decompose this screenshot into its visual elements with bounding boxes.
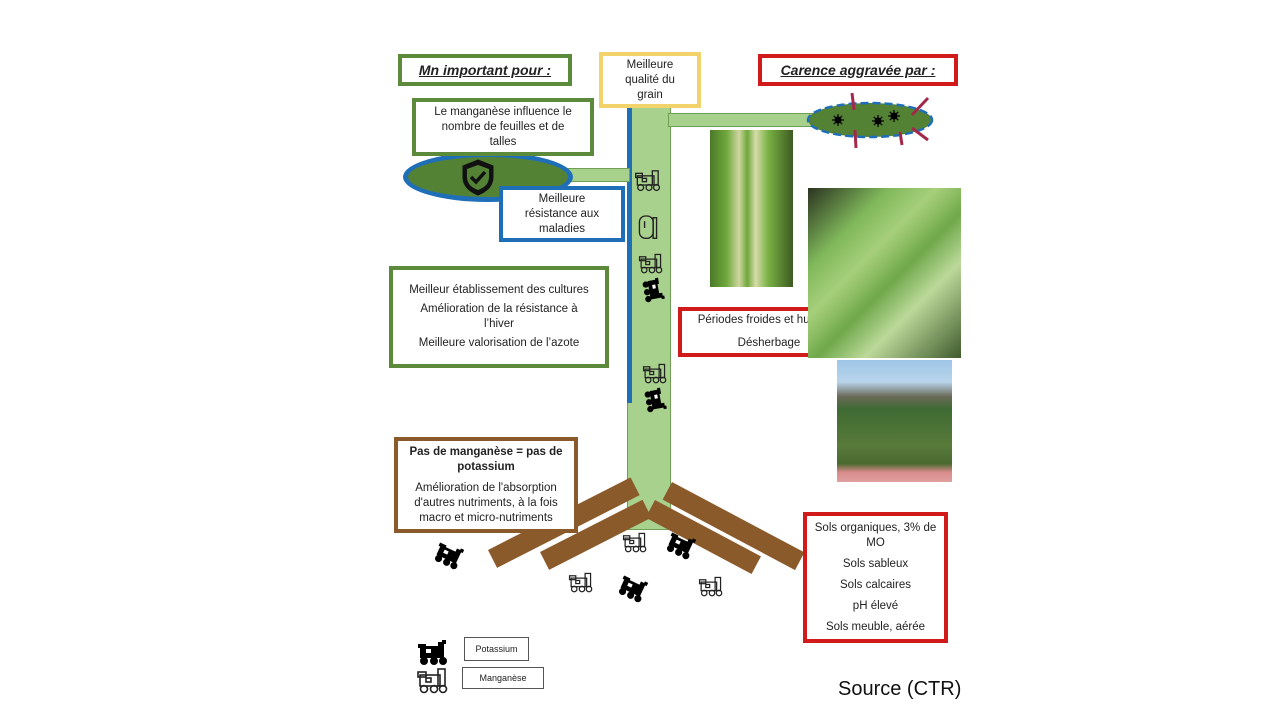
disease-line: résistance aux [524,207,600,220]
benefits-box: Meilleur établissement des cultures Amél… [389,266,609,368]
condition-item: Périodes froides et humides [697,314,841,326]
potassium-box: Pas de manganèse = pas de potassium Amél… [394,437,578,533]
disease-resistance-box: Meilleure résistance aux maladies [499,186,625,242]
manganese-train-icon [698,572,726,600]
tank-icon [636,212,660,244]
legend-manganese-icon [416,666,452,694]
manganese-train-icon [568,568,596,596]
legend-potassium-text: Potassium [475,644,518,654]
disease-line: Meilleure [538,192,586,205]
soil-item: Sols meuble, aérée [825,620,926,633]
legend-manganese-text: Manganèse [479,673,527,683]
benefit-item: Meilleure valorisation de l’azote [418,337,580,349]
header-mn-important-text: Mn important pour : [418,61,552,78]
grain-line: Meilleure [626,58,674,71]
legend-manganese-label: Manganèse [462,667,544,689]
source-label: Source (CTR) [838,678,962,700]
diseased-leaf-ellipse [806,92,934,149]
grain-line: qualité du [625,73,675,86]
potassium-title: Pas de manganèse = pas de potassium [409,445,563,473]
manganese-train-icon [622,528,650,556]
grain-line: grain [637,88,663,101]
photo-spotted-leaves [808,188,961,358]
photo-field [837,360,952,482]
potassium-train-icon [639,275,669,307]
header-mn-important: Mn important pour : [398,54,572,86]
soil-item: Sols sableux [842,557,909,570]
potassium-train-icon [641,385,671,417]
disease-line: maladies [538,222,586,235]
potassium-text: Amélioration de l'absorption d'autres nu… [414,481,558,524]
shield-check-icon [462,159,494,196]
manganese-train-icon [642,360,670,386]
grain-quality-box: Meilleure qualité du grain [599,52,701,108]
leaves-line: talles [489,135,517,148]
manganese-train-icon [634,166,664,194]
benefit-item: Amélioration de la résistance à l’hiver [420,303,578,330]
soil-item: Sols calcaires [840,578,911,591]
leaves-line: nombre de feuilles et de [441,120,565,133]
header-carence: Carence aggravée par : [758,54,958,86]
benefit-item: Meilleur établissement des cultures [409,284,589,296]
leaves-line: Le manganèse influence le [434,105,572,118]
potassium-train-icon [614,569,654,606]
soils-box: Sols organiques, 3% de MO Sols sableux S… [803,512,948,643]
legend-potassium-label: Potassium [464,637,529,661]
blue-stem-edge [627,105,632,403]
leaves-tillers-box: Le manganèse influence le nombre de feui… [412,98,594,156]
soil-item: pH élevé [852,599,899,612]
soil-item: Sols organiques, 3% de MO [814,521,937,549]
photo-striped-leaf [710,130,793,287]
potassium-train-icon [430,536,470,573]
header-carence-text: Carence aggravée par : [780,61,936,78]
legend-potassium-icon [416,638,452,666]
manganese-train-icon [638,250,666,276]
condition-item: Désherbage [737,337,801,349]
